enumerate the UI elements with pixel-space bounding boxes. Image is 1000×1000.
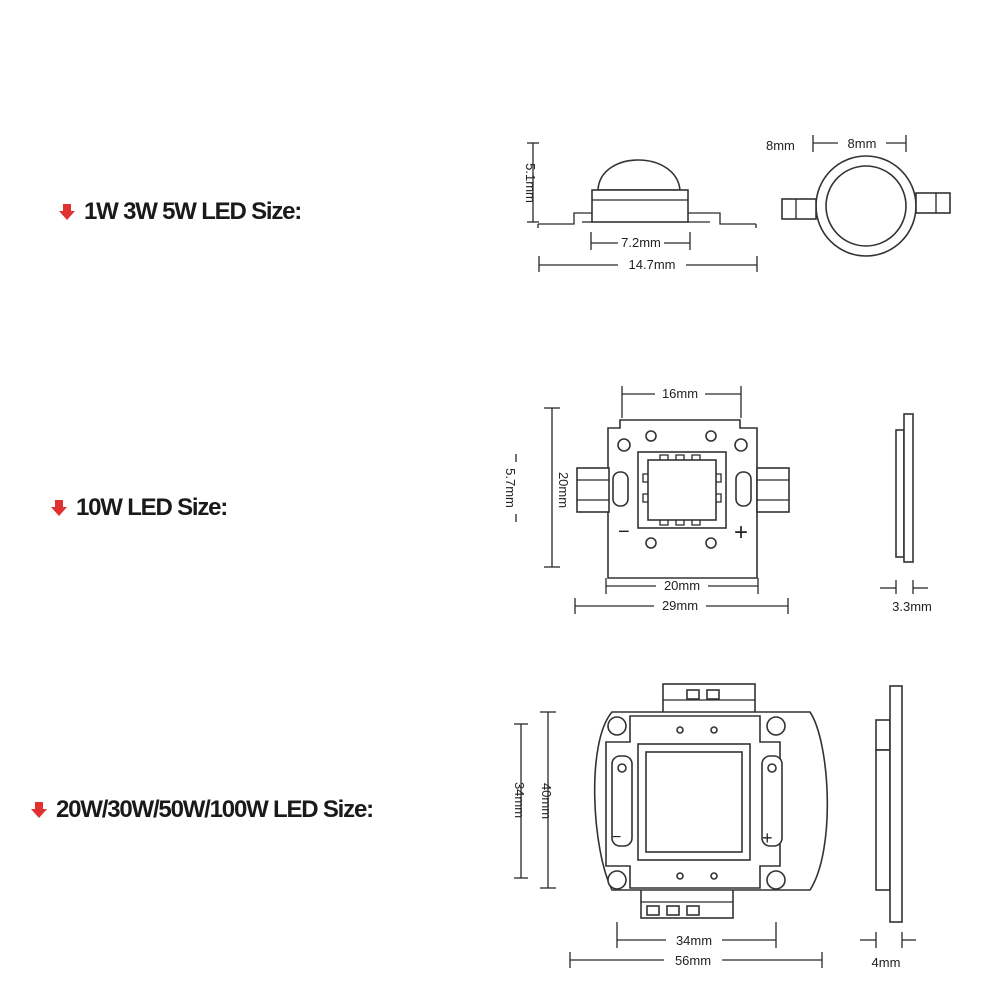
arrow-down-icon	[51, 500, 67, 516]
dim-large-inner-height: 34mm	[512, 782, 527, 818]
mid-plus-sign: +	[734, 519, 748, 546]
dim-large-thick: 4mm	[872, 955, 901, 970]
small-total-dim: 14.7mm	[538, 256, 758, 272]
label-large-led: 20W/30W/50W/100W LED Size:	[30, 796, 374, 824]
small-led-side-view	[537, 159, 757, 228]
dim-mid-inner-height: 5.7mm	[503, 468, 518, 508]
dim-mid-top: 16mm	[662, 386, 698, 401]
large-total-dim: 56mm	[569, 952, 823, 968]
dim-small-total: 14.7mm	[629, 257, 676, 272]
small-led-top-view: 8mm 8mm	[766, 135, 951, 257]
dim-small-right: 8mm	[848, 136, 877, 151]
dim-small-left: 8mm	[766, 138, 795, 153]
dim-large-inner-width: 34mm	[676, 933, 712, 948]
mid-inner-height-dim: 5.7mm	[503, 454, 518, 522]
arrow-down-icon	[59, 204, 75, 220]
arrow-down-icon	[31, 802, 47, 818]
large-inner-height-dim: 34mm	[512, 723, 528, 879]
mid-led-body: − +	[576, 419, 790, 579]
dim-mid-thick: 3.3mm	[892, 599, 932, 614]
label-large-text: 20W/30W/50W/100W LED Size:	[56, 796, 374, 823]
large-height-dim: 40mm	[539, 711, 556, 889]
mid-height-dim: 20mm	[544, 407, 571, 568]
dim-mid-inner-width: 20mm	[664, 578, 700, 593]
dim-large-height: 40mm	[539, 783, 554, 819]
small-height-dim: 5.1mm	[523, 142, 539, 223]
mid-top-dim: 16mm	[621, 386, 742, 418]
large-minus-sign: −	[612, 829, 621, 846]
label-small-led: 1W 3W 5W LED Size:	[58, 198, 302, 226]
large-led-body: − +	[593, 683, 829, 919]
mid-inner-width-dim: 20mm	[605, 578, 759, 594]
dim-small-height: 5.1mm	[523, 163, 538, 203]
label-small-text: 1W 3W 5W LED Size:	[84, 198, 302, 225]
mid-side-profile: 3.3mm	[880, 413, 932, 614]
dim-mid-height: 20mm	[556, 472, 571, 508]
label-mid-text: 10W LED Size:	[76, 494, 228, 521]
large-inner-width-dim: 34mm	[616, 922, 777, 948]
dim-mid-total: 29mm	[662, 598, 698, 613]
dim-large-total: 56mm	[675, 953, 711, 968]
small-base-dim: 7.2mm	[590, 232, 691, 250]
mid-minus-sign: −	[618, 521, 630, 543]
label-mid-led: 10W LED Size:	[50, 494, 228, 522]
large-plus-sign: +	[762, 828, 773, 848]
mid-total-dim: 29mm	[574, 598, 789, 614]
large-side-profile: 4mm	[860, 685, 916, 970]
dim-small-base: 7.2mm	[621, 235, 661, 250]
